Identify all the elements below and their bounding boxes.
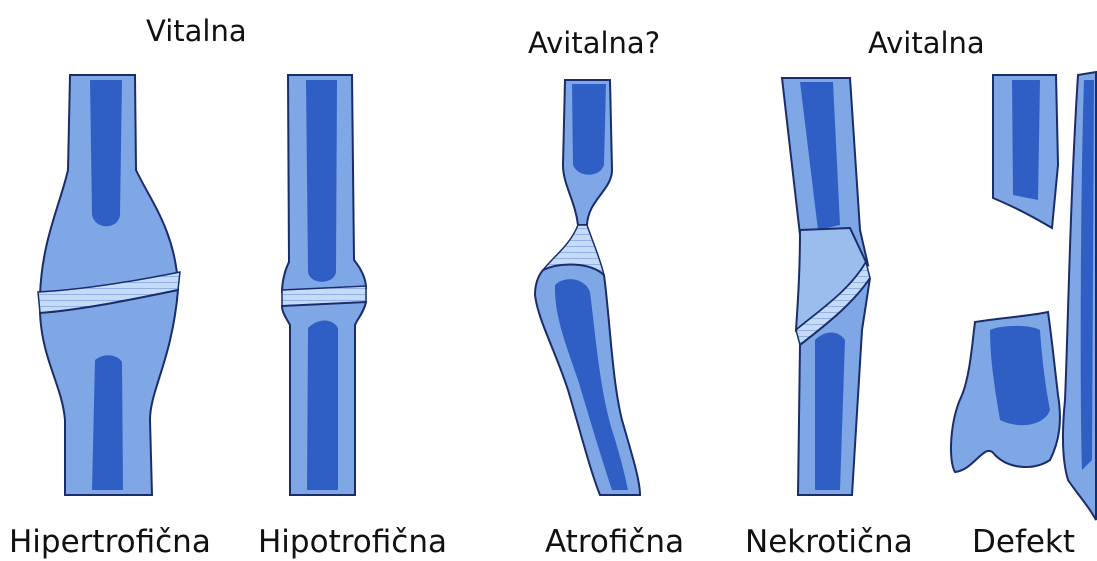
hypotrophic-upper-medulla — [306, 80, 337, 282]
hypertrophic-bone — [38, 75, 180, 495]
hypotrophic-bone — [282, 75, 366, 495]
hypertrophic-upper-medulla — [90, 80, 122, 226]
heading-avital-question: Avitalna? — [528, 29, 660, 58]
heading-vital: Vitalna — [146, 17, 247, 46]
atrophic-upper-medulla — [572, 84, 606, 175]
caption-defect: Defekt — [972, 527, 1075, 558]
caption-hypotrophic: Hipotrofična — [258, 527, 447, 558]
necrotic-lower-medulla — [815, 333, 845, 491]
defect-fibula-medulla — [1081, 80, 1094, 470]
hypotrophic-lower-medulla — [307, 321, 338, 491]
caption-necrotic: Nekrotična — [745, 527, 913, 558]
defect-upper-medulla — [1012, 80, 1040, 200]
necrotic-bone — [782, 78, 870, 495]
caption-hypertrophic: Hipertrofična — [9, 527, 211, 558]
atrophic-bone — [535, 80, 640, 495]
heading-avital: Avitalna — [868, 29, 985, 58]
hypertrophic-lower-medulla — [92, 355, 123, 490]
caption-atrophic: Atrofična — [545, 527, 684, 558]
defect-bone — [951, 72, 1096, 520]
